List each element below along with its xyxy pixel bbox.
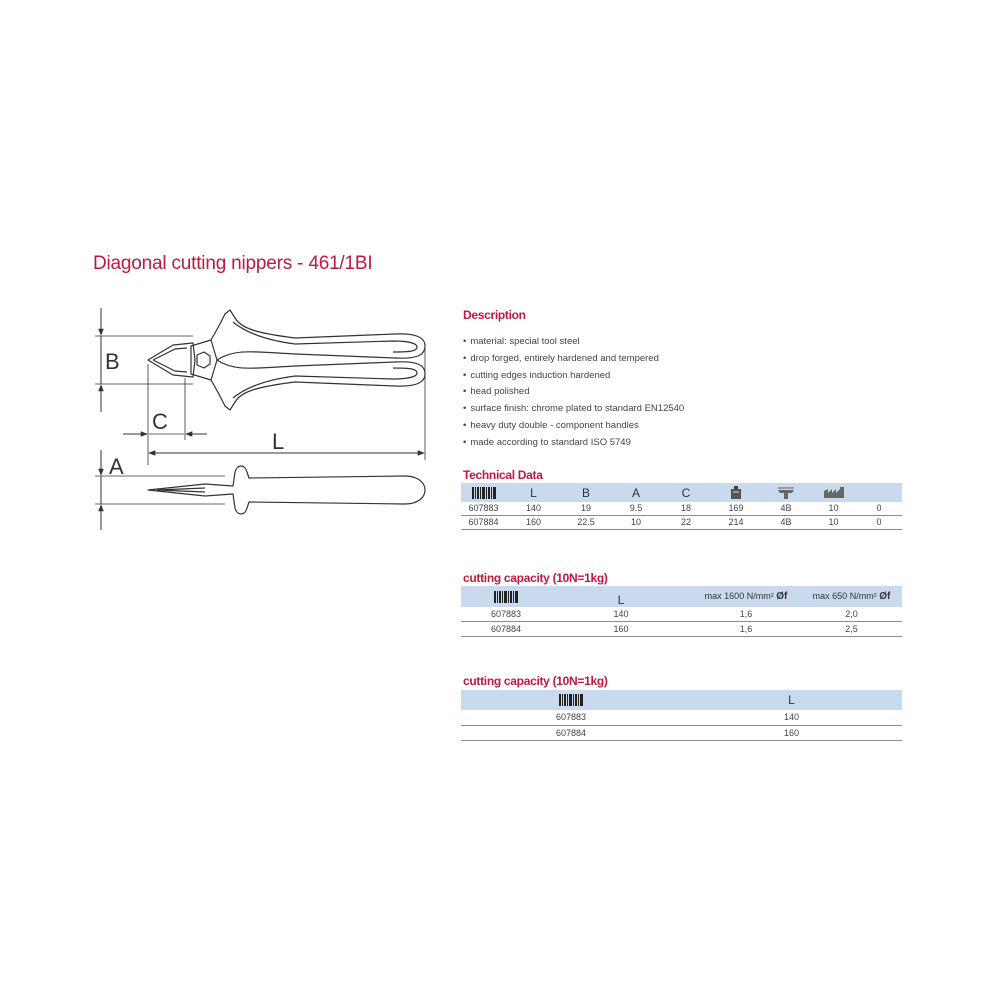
table-cell: 607883 [490,608,522,619]
table-cell: 607884 [555,727,587,738]
table-cell: 160 [525,517,542,527]
dimension-label-c: C [152,409,168,434]
description-heading: Description [463,308,526,322]
table-row: 607883 140 [461,710,902,725]
column-extra [856,483,902,502]
diameter-symbol: Øf [879,591,891,602]
dimension-label-b: B [105,349,120,374]
table-cell: 160 [783,727,800,738]
technical-data-heading: Technical Data [463,468,543,482]
column-a: A [631,485,640,500]
cutting-capacity-heading: cutting capacity (10N=1kg) [463,571,608,585]
column-box-quantity [811,483,856,502]
barcode-icon [471,486,496,499]
table-cell: 18 [680,503,691,514]
max-650-label: max 650 N/mm² [812,591,877,601]
column-l: L [617,593,625,607]
dimension-label-l: L [272,429,284,454]
table-cell: 19 [580,503,591,514]
table-cell: 140 [783,712,800,723]
dimension-label-a: A [109,454,124,479]
column-l: L [530,485,537,500]
table-cell: 607883 [555,712,587,723]
column-b: B [581,485,590,500]
description-item: made according to standard ISO 5749 [463,435,684,452]
table-row: 607884 160 1,6 2,5 [461,621,902,636]
description-list: material: special tool steel drop forged… [463,334,684,452]
table-cell: 10 [630,517,641,527]
table-cell: 0 [876,503,882,514]
table-cell: 0 [876,517,882,527]
table-cell: 214 [728,517,744,527]
max-1600-label: max 1600 N/mm² [704,591,774,601]
barcode-icon [494,590,518,603]
article-number-column [461,586,551,607]
table-cell: 607884 [468,517,499,527]
description-item: cutting edges induction hardened [463,368,684,385]
diameter-symbol: Øf [776,591,788,602]
description-item: drop forged, entirely hardened and tempe… [463,351,684,368]
table-cell: 169 [728,503,744,514]
table-cell: 140 [613,608,629,619]
table-cell: 22 [680,517,691,527]
table-cell: 160 [613,623,629,634]
description-item: surface finish: chrome plated to standar… [463,401,684,418]
page-title: Diagonal cutting nippers - 461/1BI [93,253,373,274]
weight-icon [731,486,741,499]
description-item: heavy duty double - component handles [463,418,684,435]
table-cell: 4B [780,517,792,527]
table-cell: 22.5 [577,517,595,527]
column-l: L [788,693,795,707]
cutting-capacity-heading: cutting capacity (10N=1kg) [463,674,608,688]
column-packaging [761,483,811,502]
box-quantity-icon [823,487,844,499]
technical-data-table: L B A C 607883 140 [461,483,902,530]
table-cell: 10 [828,503,839,514]
table-cell: 140 [525,503,542,514]
article-number-column [461,690,681,710]
packaging-icon [778,486,794,499]
table-cell: 1,6 [739,608,753,619]
table-row: 607884 160 [461,725,902,740]
description-item: head polished [463,384,684,401]
table-cell: 1,6 [739,623,753,634]
table-cell: 2,5 [845,623,858,634]
table-cell: 607883 [468,503,499,514]
table-cell: 2,0 [845,608,858,619]
pliers-technical-drawing: B C L A [95,308,426,530]
table-row: 607883 140 19 9.5 18 169 4B 10 0 [461,502,902,515]
table-cell: 10 [828,517,839,527]
cutting-capacity-table-2: L 607883 140 607884 160 [461,690,902,741]
table-cell: 607884 [490,623,522,634]
barcode-icon [559,694,583,706]
column-weight [711,483,761,502]
table-cell: 9.5 [629,503,643,514]
article-number-column [461,483,506,502]
column-max-1600: max 1600 N/mm² Øf [691,586,801,607]
table-row: 607884 160 22.5 10 22 214 4B 10 0 [461,515,902,529]
table-row: 607883 140 1,6 2,0 [461,607,902,621]
column-max-650: max 650 N/mm² Øf [801,586,902,607]
description-item: material: special tool steel [463,334,684,351]
cutting-capacity-table-1: L max 1600 N/mm² Øf max 650 N/mm² Øf 607… [461,586,902,637]
column-c: C [681,485,691,500]
table-cell: 4B [780,503,792,514]
